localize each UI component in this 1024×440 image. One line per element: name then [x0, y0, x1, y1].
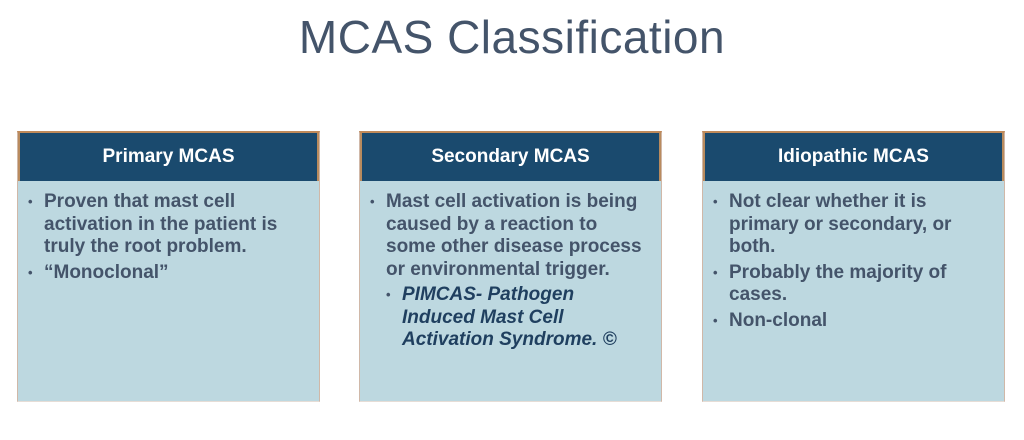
card-header: Idiopathic MCAS	[703, 133, 1004, 181]
bullet-dot-icon: •	[28, 194, 33, 209]
list-item: • Probably the majority of cases.	[713, 262, 992, 307]
bullet-text: Not clear whether it is primary or secon…	[729, 191, 952, 257]
card-header: Secondary MCAS	[360, 133, 661, 181]
bullet-dot-icon: •	[713, 264, 718, 280]
sub-list-item: • PIMCAS- Pathogen Induced Mast Cell Act…	[386, 284, 649, 352]
bullet-dot-icon: •	[28, 264, 33, 280]
bullet-dot-icon: •	[370, 194, 375, 209]
slide-title: MCAS Classification	[298, 11, 726, 63]
bullet-dot-icon: •	[713, 312, 718, 328]
list-item: • Non-clonal	[713, 310, 992, 333]
card-header: Primary MCAS	[18, 133, 319, 181]
sub-bullet-text: PIMCAS- Pathogen Induced Mast Cell Activ…	[402, 284, 617, 350]
bullet-text: Mast cell activation is being caused by …	[386, 191, 642, 280]
list-item: • Proven that mast cell activation in th…	[28, 191, 307, 259]
card-secondary-mcas: Secondary MCAS • Mast cell activation is…	[359, 131, 662, 402]
card-body: • Mast cell activation is being caused b…	[360, 181, 661, 352]
list-item: • “Monoclonal”	[28, 262, 307, 285]
bullet-dot-icon: •	[713, 194, 718, 209]
card-body: • Proven that mast cell activation in th…	[18, 181, 319, 284]
list-item: • Mast cell activation is being caused b…	[370, 191, 649, 281]
card-primary-mcas: Primary MCAS • Proven that mast cell act…	[17, 131, 320, 402]
card-body: • Not clear whether it is primary or sec…	[703, 181, 1004, 332]
bullet-text: “Monoclonal”	[44, 261, 169, 283]
list-item: • Not clear whether it is primary or sec…	[713, 191, 992, 259]
bullet-text: Proven that mast cell activation in the …	[44, 191, 278, 257]
bullet-text: Non-clonal	[729, 309, 828, 331]
card-idiopathic-mcas: Idiopathic MCAS • Not clear whether it i…	[702, 131, 1005, 402]
bullet-dot-icon: •	[386, 287, 391, 302]
bullet-text: Probably the majority of cases.	[729, 261, 947, 306]
